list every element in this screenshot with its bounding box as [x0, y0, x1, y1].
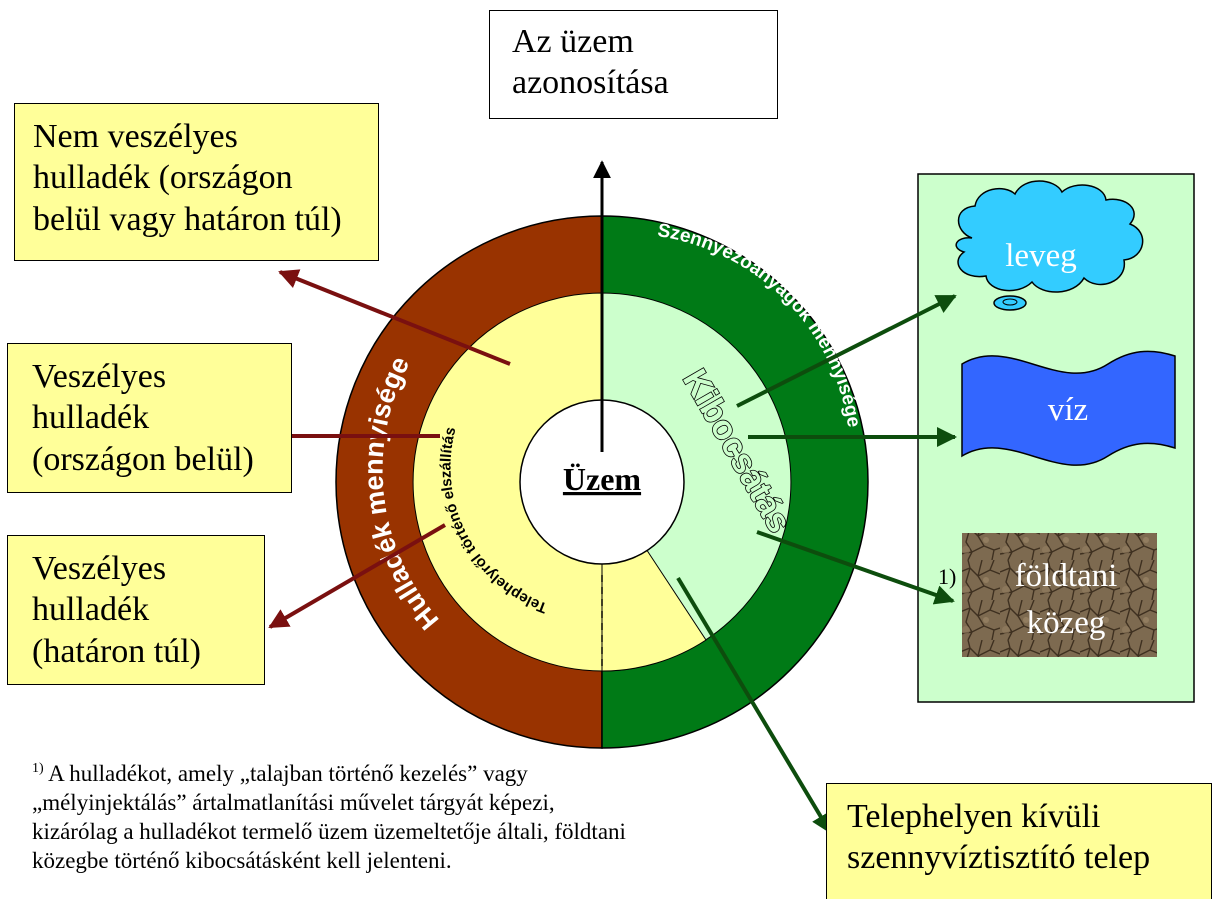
- hazardous-abroad-box: Veszélyes hulladék (határon túl): [7, 535, 265, 685]
- footnote-line-3: kizárólag a hulladékot termelő üzem üzem…: [32, 818, 626, 844]
- arrow-to-soil: [756, 530, 955, 605]
- footnote-line-4: közegbe történő kibocsátásként kell jele…: [32, 847, 452, 873]
- hazardous-abroad-line-2: hulladék: [32, 591, 150, 629]
- identification-line-1: Az üzem: [512, 23, 634, 60]
- wastewater-line-1: Telephelyen kívüli: [847, 798, 1101, 835]
- water-flag-icon: [961, 350, 1176, 466]
- identification-box: Az üzem azonosítása: [489, 10, 778, 119]
- footnote: 1) A hulladékot, amely „talajban történő…: [32, 760, 792, 876]
- identification-line-2: azonosítása: [512, 64, 669, 102]
- hazardous-domestic-line-1: Veszélyes: [32, 358, 167, 395]
- hazardous-abroad-line-1: Veszélyes: [32, 550, 167, 587]
- soil-label-line1: földtani: [1015, 558, 1118, 594]
- soil-image: [962, 533, 1157, 657]
- footnote-line-1: 1) A hulladékot, amely „talajban történő…: [32, 760, 792, 789]
- cloud-icon: [955, 180, 1144, 293]
- nonhazardous-line-1: Nem veszélyes: [33, 118, 238, 155]
- hazardous-domestic-line-2: hulladék: [32, 399, 150, 437]
- hazardous-abroad-line-3: (határon túl): [32, 632, 201, 670]
- cloud-swirl-inner-icon: [1002, 298, 1018, 306]
- wastewater-line-2: szennyvíztisztító telep: [847, 839, 1151, 877]
- arrow-to-wastewater-plant: [676, 576, 832, 834]
- inner-left-sector: [412, 292, 603, 672]
- footnote-line-2: „mélyinjektálás” ártalmatlanítási művele…: [32, 789, 555, 815]
- center-label: Üzem: [563, 461, 642, 497]
- footnote-text-1: A hulladékot, amely „talajban történő ke…: [43, 761, 528, 786]
- soil-footnote-marker: 1): [938, 564, 956, 589]
- air-label: leveg: [1005, 238, 1076, 274]
- arrow-to-air: [736, 294, 957, 408]
- soil-label-line2: közeg: [1027, 605, 1106, 641]
- hazardous-domestic-box: Veszélyes hulladék (országon belül): [7, 343, 292, 493]
- arrow-hazardous-abroad: [268, 523, 447, 629]
- water-label: víz: [1048, 392, 1088, 428]
- hazardous-domestic-line-3: (országon belül): [32, 440, 254, 478]
- wastewater-plant-box: Telephelyen kívüli szennyvíztisztító tel…: [826, 783, 1212, 899]
- arrow-nonhazardous-waste: [278, 269, 511, 366]
- footnote-marker: 1): [32, 761, 44, 776]
- nonhazardous-line-3: belül vagy határon túl): [33, 200, 342, 238]
- nonhazardous-waste-box: Nem veszélyes hulladék (országon belül v…: [14, 103, 379, 261]
- nonhazardous-line-2: hulladék (országon: [33, 159, 293, 197]
- cloud-swirl-icon: [993, 295, 1027, 311]
